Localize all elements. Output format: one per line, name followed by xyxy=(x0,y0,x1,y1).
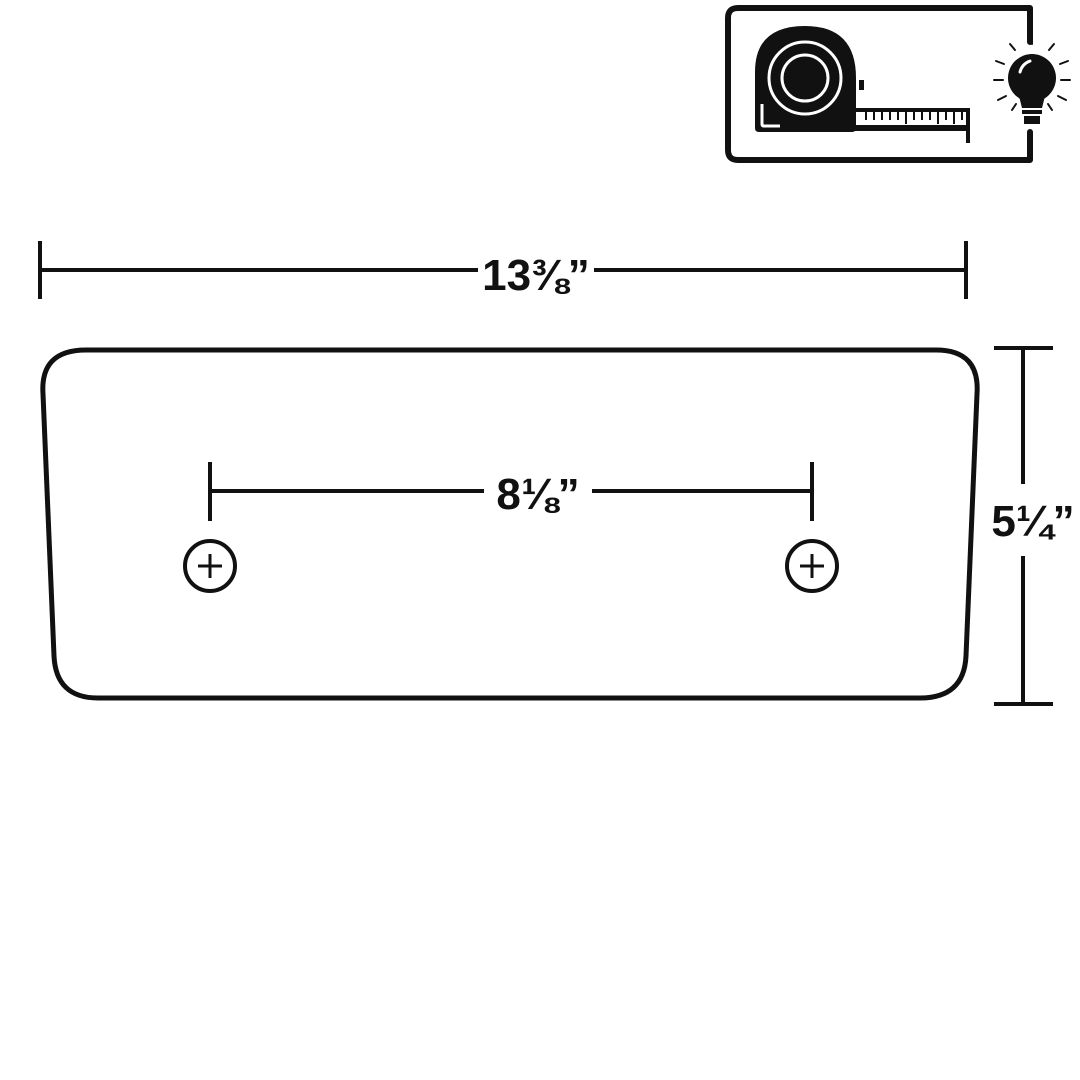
height-label: 5¼” xyxy=(991,497,1074,546)
hole-spacing-label: 8⅛” xyxy=(496,470,579,519)
panel-outline xyxy=(40,347,980,701)
lightbulb-icon xyxy=(993,35,1071,124)
overall-width-label: 13⅜” xyxy=(482,251,590,300)
tape-measure-icon xyxy=(755,26,970,143)
measurement-badge xyxy=(725,5,1071,163)
mounting-hole-right xyxy=(785,539,839,593)
hole-spacing-dimension: 8⅛” xyxy=(208,462,814,521)
height-dimension: 5¼” xyxy=(991,346,1075,706)
overall-width-dimension: 13⅜” xyxy=(38,241,968,300)
mounting-hole-left xyxy=(183,539,237,593)
